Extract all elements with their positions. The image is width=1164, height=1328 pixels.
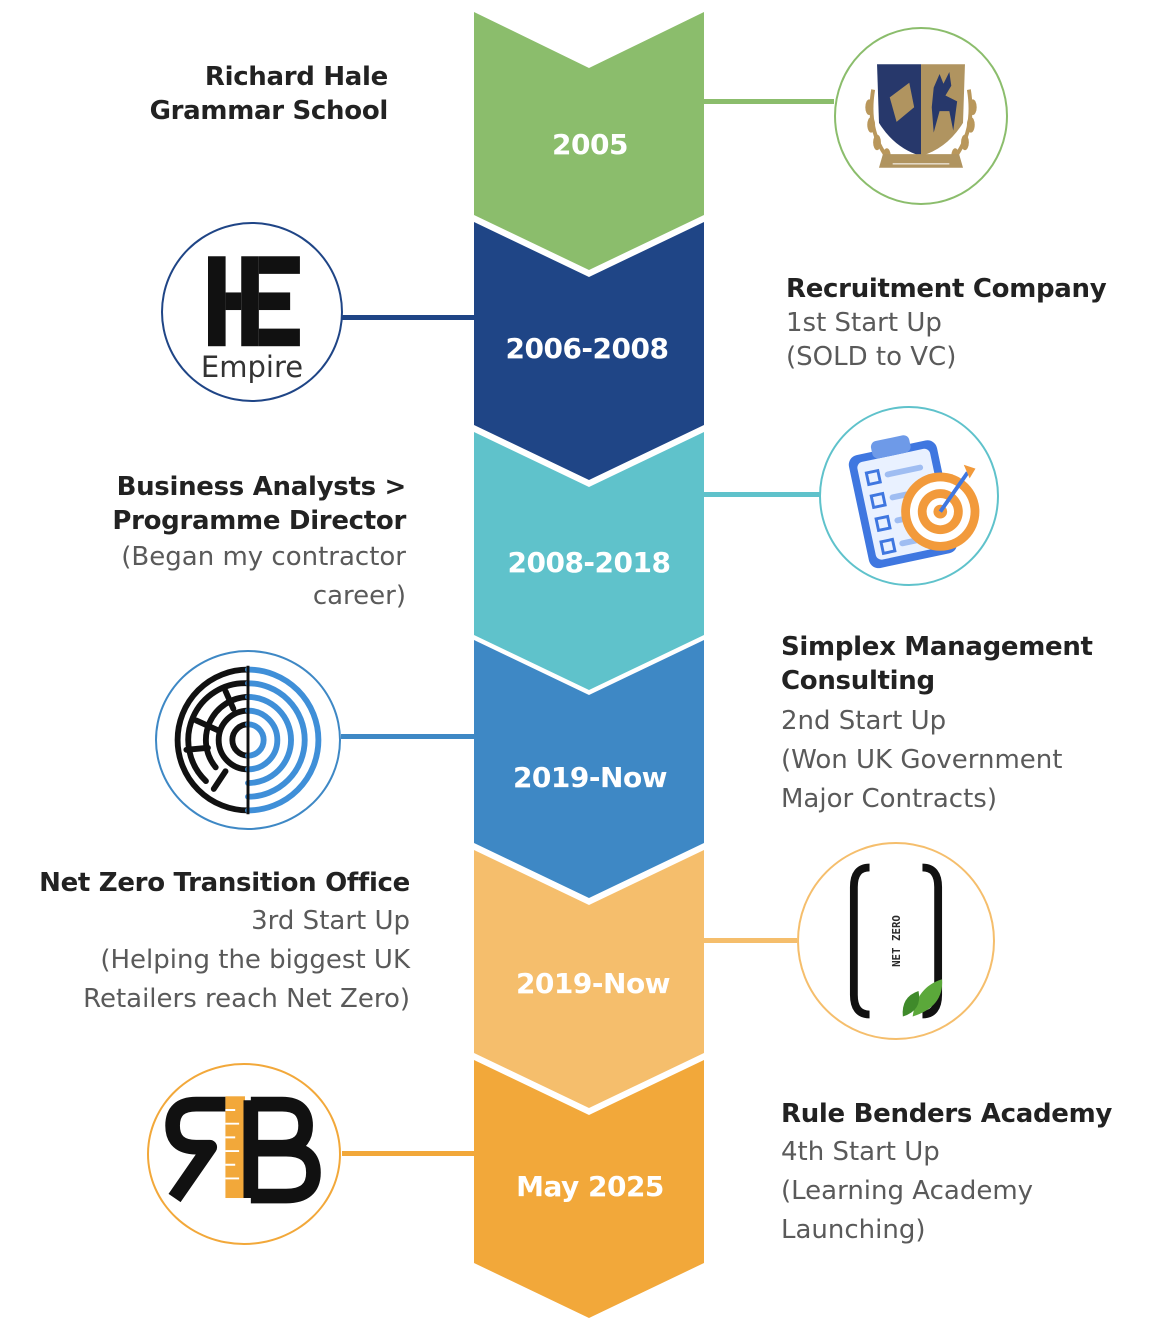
milestone-3-title-line-2: Programme Director xyxy=(112,506,406,536)
net-zero-logo: NET ZERO xyxy=(797,842,995,1040)
milestone-2-line-1: 1st Start Up xyxy=(786,308,942,338)
milestone-5-title: Net Zero Transition Office xyxy=(39,868,410,898)
milestone-2-text: Recruitment Company 1st Start Up (SOLD t… xyxy=(786,272,1146,374)
year-label-5: 2019-Now xyxy=(515,967,671,1000)
milestone-6-line-3: Launching) xyxy=(781,1215,926,1245)
connector-3 xyxy=(704,492,820,497)
chevron-segment-6 xyxy=(474,1060,704,1318)
milestone-1-text: Richard Hale Grammar School xyxy=(110,60,389,128)
clipboard-target-icon xyxy=(848,435,980,569)
milestone-5-line-3: Retailers reach Net Zero) xyxy=(83,984,410,1014)
maze-logo xyxy=(155,650,341,830)
rule-benders-logo xyxy=(147,1063,341,1245)
connector-6 xyxy=(342,1151,474,1156)
chevron-segment-4 xyxy=(474,640,704,898)
milestone-2-line-2: (SOLD to VC) xyxy=(786,342,957,372)
milestone-5-line-1: 3rd Start Up xyxy=(251,906,410,936)
net-zero-icon: NET ZERO xyxy=(849,863,943,1019)
year-label-3: 2008-2018 xyxy=(507,546,671,579)
connector-2 xyxy=(342,315,474,320)
connector-5 xyxy=(704,938,797,943)
year-label-1: 2005 xyxy=(552,128,628,161)
milestone-6-line-1: 4th Start Up xyxy=(781,1137,940,1167)
net-zero-logo-text: NET ZERO xyxy=(890,915,903,967)
chevron-segment-5 xyxy=(474,850,704,1108)
milestone-6-text: Rule Benders Academy 4th Start Up (Learn… xyxy=(781,1097,1156,1250)
chevron-segment-1 xyxy=(474,12,704,270)
school-crest-icon xyxy=(865,64,977,168)
empire-logo: Empire xyxy=(161,222,343,402)
milestone-6-line-2: (Learning Academy xyxy=(781,1176,1034,1206)
milestone-4-line-1: 2nd Start Up xyxy=(781,706,947,736)
year-label-6: May 2025 xyxy=(516,1170,664,1203)
connector-1 xyxy=(704,99,834,104)
milestone-2-title: Recruitment Company xyxy=(786,274,1107,304)
milestone-6-title: Rule Benders Academy xyxy=(781,1099,1113,1129)
milestone-1-title-line-2: Grammar School xyxy=(149,96,389,126)
chevron-segment-2 xyxy=(474,222,704,480)
milestone-4-line-3: Major Contracts) xyxy=(781,784,997,814)
connector-4 xyxy=(341,734,474,739)
empire-logo-text: Empire xyxy=(200,350,304,384)
milestone-5-line-2: (Helping the biggest UK xyxy=(100,945,410,975)
milestone-1-title-line-1: Richard Hale xyxy=(204,62,388,92)
milestone-4-title-line-2: Consulting xyxy=(781,666,935,696)
chevron-segment-3 xyxy=(474,432,704,690)
milestone-3-title-line-1: Business Analysts > xyxy=(116,472,407,502)
empire-icon xyxy=(208,256,300,347)
rule-benders-icon xyxy=(165,1096,321,1204)
milestone-5-text: Net Zero Transition Office 3rd Start Up … xyxy=(10,866,410,1019)
milestone-3-text: Business Analysts > Programme Director (… xyxy=(40,470,406,616)
clipboard-target-logo xyxy=(819,406,999,586)
year-label-4: 2019-Now xyxy=(512,761,668,794)
milestone-3-line-2: career) xyxy=(312,581,406,611)
milestone-3-line-1: (Began my contractor xyxy=(121,542,406,572)
milestone-4-title-line-1: Simplex Management xyxy=(781,632,1093,662)
school-crest-logo xyxy=(834,27,1008,205)
maze-icon xyxy=(174,665,322,815)
milestone-4-line-2: (Won UK Government xyxy=(781,745,1063,775)
year-label-2: 2006-2008 xyxy=(505,332,669,365)
milestone-4-text: Simplex Management Consulting 2nd Start … xyxy=(781,630,1151,819)
